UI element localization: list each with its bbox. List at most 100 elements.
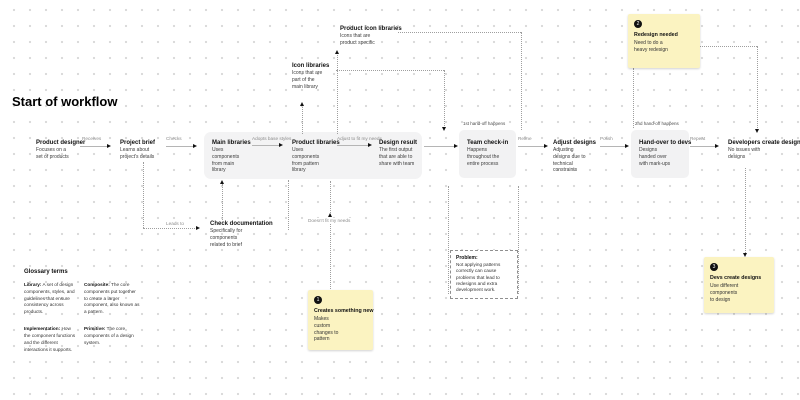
node-body: Uses components from main library bbox=[212, 147, 240, 174]
flow-arrowhead-6 bbox=[544, 143, 548, 148]
glossary-title: Glossary terms bbox=[24, 269, 68, 275]
flow-line-5 bbox=[424, 146, 456, 147]
flow-arrowhead-8 bbox=[715, 143, 719, 148]
connector-to-product-icon-libraries bbox=[337, 52, 338, 134]
sticky-body: Use different components to design bbox=[710, 283, 739, 303]
node-title: Product designer bbox=[36, 140, 86, 146]
sticky-number-badge: 2 bbox=[634, 20, 642, 28]
node-title: Product libraries bbox=[292, 140, 340, 146]
glossary-term: Primitive: bbox=[84, 326, 106, 332]
node-body: Adjusting designs due to technical const… bbox=[553, 147, 586, 174]
problem-note[interactable]: Problem: Not applying patterns correctly… bbox=[450, 250, 518, 299]
flow-line-3 bbox=[252, 145, 281, 146]
sticky-title: Redesign needed bbox=[634, 32, 678, 38]
connector-redesign-right bbox=[700, 46, 757, 47]
annotation-title: Product icon libraries bbox=[340, 26, 402, 32]
flow-line-2 bbox=[166, 146, 195, 147]
connector-devs-to-sticky bbox=[745, 168, 746, 255]
flow-arrowhead-1 bbox=[107, 143, 111, 148]
connector-checkdoc-to-product-libraries bbox=[288, 180, 289, 230]
glossary-item-primitive: Primitive: The core components of a desi… bbox=[84, 326, 141, 353]
sticky-body: Need to do a heavy redesign bbox=[634, 40, 668, 53]
glossary-term: Composite: bbox=[84, 282, 110, 287]
sticky-creates-something-new[interactable]: 1 Creates something new Makes custom cha… bbox=[308, 290, 373, 350]
flow-arrowhead-7 bbox=[625, 143, 629, 148]
edge-label-checks[interactable]: Checks bbox=[166, 136, 182, 141]
glossary-def: A set of design components, styles, and … bbox=[24, 282, 75, 315]
node-project-brief[interactable]: Project brief Learns about project's det… bbox=[120, 140, 175, 161]
annotation-title: Icon libraries bbox=[292, 63, 330, 69]
edge-label-doesnt-fit[interactable]: Doesn't fit my needs bbox=[307, 218, 352, 223]
glossary-item-library: Library: A set of design components, sty… bbox=[24, 282, 76, 316]
arrowhead-down-flow bbox=[441, 127, 446, 131]
node-body: Learns about project's details bbox=[120, 147, 155, 160]
flow-arrowhead-3 bbox=[279, 142, 283, 147]
node-main-libraries[interactable]: Main libraries Uses components from main… bbox=[212, 140, 252, 174]
arrowhead-up-product-icon-libraries bbox=[334, 50, 339, 54]
annotation-title: Check documentation bbox=[210, 221, 273, 227]
flow-arrowhead-2 bbox=[193, 143, 197, 148]
glossary-item-composite: Composite: The core components put toget… bbox=[84, 282, 141, 316]
node-developers-create-designs[interactable]: Developers create designs No issues with… bbox=[728, 140, 800, 161]
edge-label-receives[interactable]: Receives bbox=[82, 136, 102, 141]
flow-line-7 bbox=[600, 146, 627, 147]
node-title: Design result bbox=[379, 140, 418, 146]
edge-label-adjust-to-fit[interactable]: Adjust to fit my needs bbox=[337, 136, 382, 141]
sticky-title: Creates something new bbox=[314, 308, 374, 314]
annotation-body: Specifically for components related to b… bbox=[210, 228, 243, 248]
connector-to-icon-libraries bbox=[302, 104, 303, 134]
sticky-number-badge: 1 bbox=[314, 296, 322, 304]
node-hand-over-to-devs[interactable]: Hand-over to devs Designs handed over wi… bbox=[639, 140, 691, 167]
edge-label-leads-to[interactable]: Leads to bbox=[166, 221, 184, 226]
glossary-term: Library: bbox=[24, 282, 42, 287]
glossary-grid: Library: A set of design components, sty… bbox=[24, 282, 149, 353]
sticky-title: Devs create designs bbox=[710, 275, 762, 281]
flow-line-8 bbox=[690, 146, 717, 147]
connector-problem-left bbox=[448, 186, 449, 294]
node-product-libraries[interactable]: Product libraries Uses components from p… bbox=[292, 140, 340, 174]
flow-arrowhead-5 bbox=[454, 143, 458, 148]
arrowhead-down-devs-sticky bbox=[742, 253, 747, 257]
glossary-def: How the component functions and the diff… bbox=[24, 326, 76, 352]
sticky-number-badge: 3 bbox=[710, 263, 718, 271]
annotation-icon-libraries[interactable]: Icon libraries Icons that are part of th… bbox=[292, 63, 332, 90]
node-body: Happens throughout the entire process bbox=[467, 147, 500, 167]
node-title: Team check-in bbox=[467, 140, 509, 146]
hand-off-2-label[interactable]: 2nd hand-off happens bbox=[635, 121, 679, 126]
arrowhead-up-doesnt-fit bbox=[327, 213, 332, 217]
sticky-devs-create-designs[interactable]: 3 Devs create designs Use different comp… bbox=[704, 257, 774, 313]
team-check-in-box[interactable] bbox=[459, 130, 516, 178]
hand-off-1-label[interactable]: 1st hand-off happens bbox=[463, 121, 506, 126]
connector-leads-to bbox=[143, 228, 197, 229]
arrowhead-up-main-libraries bbox=[219, 180, 224, 184]
glossary-block[interactable]: Glossary terms Library: A set of design … bbox=[24, 269, 149, 353]
problem-body: Not applying patterns correctly can caus… bbox=[456, 262, 501, 293]
libraries-group-container[interactable] bbox=[204, 132, 422, 179]
connector-redesign-to-handover bbox=[633, 68, 634, 128]
edge-label-adopts-base-styles[interactable]: Adopts base styles bbox=[252, 136, 292, 141]
node-body: Uses components from pattern library bbox=[292, 147, 320, 174]
arrowhead-up-icon-libraries bbox=[299, 102, 304, 106]
node-body: No issues with designs bbox=[728, 147, 761, 160]
glossary-def: The core components put together to crea… bbox=[84, 282, 140, 315]
annotation-check-documentation[interactable]: Check documentation Specifically for com… bbox=[210, 221, 273, 248]
node-body: Designs handed over with mark-ups bbox=[639, 147, 671, 167]
problem-title: Problem: bbox=[456, 255, 478, 261]
arrowhead-leads-to bbox=[196, 225, 200, 230]
node-team-check-in[interactable]: Team check-in Happens throughout the ent… bbox=[467, 140, 511, 167]
connector-redesign-down bbox=[757, 46, 758, 130]
edge-label-refine[interactable]: Refine bbox=[518, 136, 532, 141]
annotation-body: Icons that are part of the main library bbox=[292, 70, 323, 90]
sticky-redesign-needed[interactable]: 2 Redesign needed Need to do a heavy red… bbox=[628, 14, 700, 68]
glossary-def: The core components of a design system. bbox=[84, 326, 134, 345]
edge-label-repeat[interactable]: Repeat bbox=[690, 136, 706, 141]
annotation-product-icon-libraries[interactable]: Product icon libraries Icons that are pr… bbox=[340, 26, 402, 47]
connector-icon-libraries-down bbox=[444, 70, 445, 128]
hand-over-box[interactable] bbox=[631, 130, 689, 178]
node-design-result[interactable]: Design result The first output that are … bbox=[379, 140, 421, 167]
node-adjust-designs[interactable]: Adjust designs Adjusting designs due to … bbox=[553, 140, 599, 174]
node-product-designer[interactable]: Product designer Focuses on a set of pro… bbox=[36, 140, 86, 161]
edge-label-polish[interactable]: Polish bbox=[600, 136, 613, 141]
arrowhead-down-redesign bbox=[754, 129, 759, 133]
